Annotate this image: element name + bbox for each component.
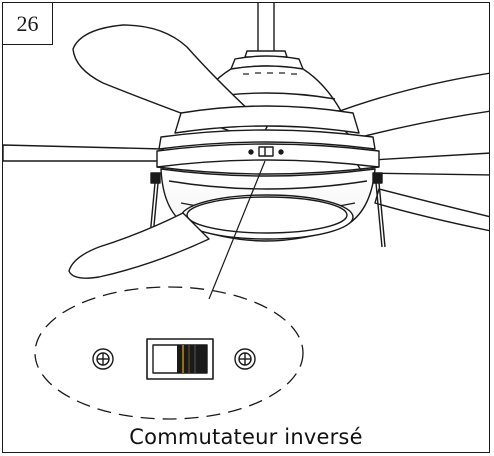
instruction-figure: 26 Commutateur inversé [2,2,490,453]
fan-blade [68,212,210,279]
fan-blade [328,72,489,140]
callout-leader [208,160,266,300]
ceiling-fan-illustration [3,3,489,420]
callout-ellipse [34,286,304,420]
downrod [257,3,275,51]
fan-blade [374,188,489,232]
figure-caption: Commutateur inversé [129,425,363,449]
mounting-posts [148,172,386,248]
screw-icon [92,348,114,370]
screw-icon [234,348,256,370]
reverse-switch-icon [146,338,214,380]
fan-blade [3,144,164,162]
light-kit-bowl [160,168,376,242]
step-number: 26 [3,3,53,45]
switch-housing-band [156,105,380,175]
